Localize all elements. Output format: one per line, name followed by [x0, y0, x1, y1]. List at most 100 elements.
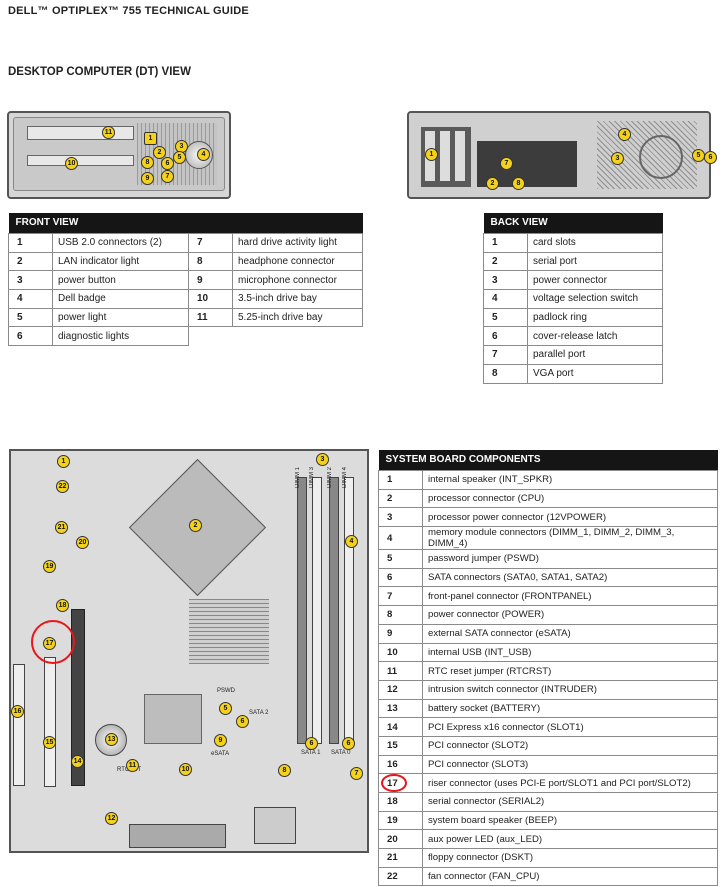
highlight-circle-17-board: [31, 620, 75, 664]
label-dimm2: DIMM 2: [327, 467, 333, 488]
front-badge-4: 4: [197, 148, 210, 161]
board-badge-13: 13: [105, 733, 118, 746]
label-pswd: PSWD: [217, 688, 235, 694]
label-sata2: SATA 2: [249, 710, 269, 716]
board-badge-11: 11: [126, 759, 139, 772]
table-row: 6 diagnostic lights: [8, 326, 363, 347]
board-badge-6c: 6: [342, 737, 355, 750]
board-badge-5: 5: [219, 702, 232, 715]
table-row: 5 power light 11 5.25-inch drive bay: [8, 307, 363, 328]
system-board-illustration: DIMM 1 DIMM 3 DIMM 2 DIMM 4 PSWD SATA 2 …: [9, 449, 369, 881]
label-dimm4: DIMM 4: [342, 467, 348, 488]
board-badge-10: 10: [179, 763, 192, 776]
board-badge-22: 22: [56, 480, 69, 493]
front-badge-11: 11: [102, 126, 115, 139]
back-badge-2: 2: [486, 177, 499, 190]
board-badge-15: 15: [43, 736, 56, 749]
back-badge-6: 6: [704, 151, 717, 164]
system-board-header: SYSTEM BOARD COMPONENTS: [378, 450, 718, 471]
table-row: 3 power button 9 microphone connector: [8, 270, 363, 291]
board-badge-14: 14: [71, 755, 84, 768]
back-badge-1: 1: [425, 148, 438, 161]
front-view-header: FRONT VIEW: [8, 213, 363, 234]
front-badge-7: 7: [161, 170, 174, 183]
board-badge-3: 3: [316, 453, 329, 466]
board-badge-6b: 6: [305, 737, 318, 750]
front-badge-8: 8: [141, 156, 154, 169]
front-badge-9: 9: [141, 172, 154, 185]
front-badge-3: 3: [175, 140, 188, 153]
front-badge-6: 6: [161, 157, 174, 170]
front-badge-10: 10: [65, 157, 78, 170]
back-view-header: BACK VIEW: [483, 213, 663, 234]
board-badge-1: 1: [57, 455, 70, 468]
front-view-illustration: 11 10 1 2 3 4 5 6 7 8 9: [7, 111, 231, 199]
board-badge-4: 4: [345, 535, 358, 548]
document-title: DELL™ OPTIPLEX™ 755 TECHNICAL GUIDE: [8, 5, 249, 17]
board-badge-20: 20: [76, 536, 89, 549]
back-badge-4: 4: [618, 128, 631, 141]
table-row: 1 USB 2.0 connectors (2) 7 hard drive ac…: [8, 233, 363, 253]
label-dimm3: DIMM 3: [309, 467, 315, 488]
back-badge-3: 3: [611, 152, 624, 165]
board-badge-18: 18: [56, 599, 69, 612]
front-badge-5: 5: [173, 151, 186, 164]
board-badge-9: 9: [214, 734, 227, 747]
board-badge-12: 12: [105, 812, 118, 825]
section-title: DESKTOP COMPUTER (DT) VIEW: [8, 66, 191, 78]
front-badge-1: 1: [144, 132, 157, 145]
table-row: 4 Dell badge 10 3.5-inch drive bay: [8, 289, 363, 309]
table-row: 2 LAN indicator light 8 headphone connec…: [8, 251, 363, 272]
board-badge-19: 19: [43, 560, 56, 573]
back-badge-5: 5: [692, 149, 705, 162]
board-badge-6a: 6: [236, 715, 249, 728]
highlight-circle-17-table: [381, 774, 407, 793]
board-badge-16: 16: [11, 705, 24, 718]
front-view-table: FRONT VIEW 1 USB 2.0 connectors (2) 7 ha…: [8, 213, 363, 347]
back-view-illustration: 1 2 3 4 5 6 7 8: [407, 111, 719, 199]
front-badge-2: 2: [153, 146, 166, 159]
label-dimm1: DIMM 1: [295, 467, 301, 488]
back-badge-7: 7: [500, 157, 513, 170]
board-badge-8: 8: [278, 764, 291, 777]
label-sata1: SATA 1: [301, 750, 321, 756]
board-badge-2: 2: [189, 519, 202, 532]
label-sata0: SATA 0: [331, 750, 351, 756]
back-badge-8: 8: [512, 177, 525, 190]
label-esata: eSATA: [211, 751, 230, 757]
board-badge-21: 21: [55, 521, 68, 534]
board-badge-7: 7: [350, 767, 363, 780]
